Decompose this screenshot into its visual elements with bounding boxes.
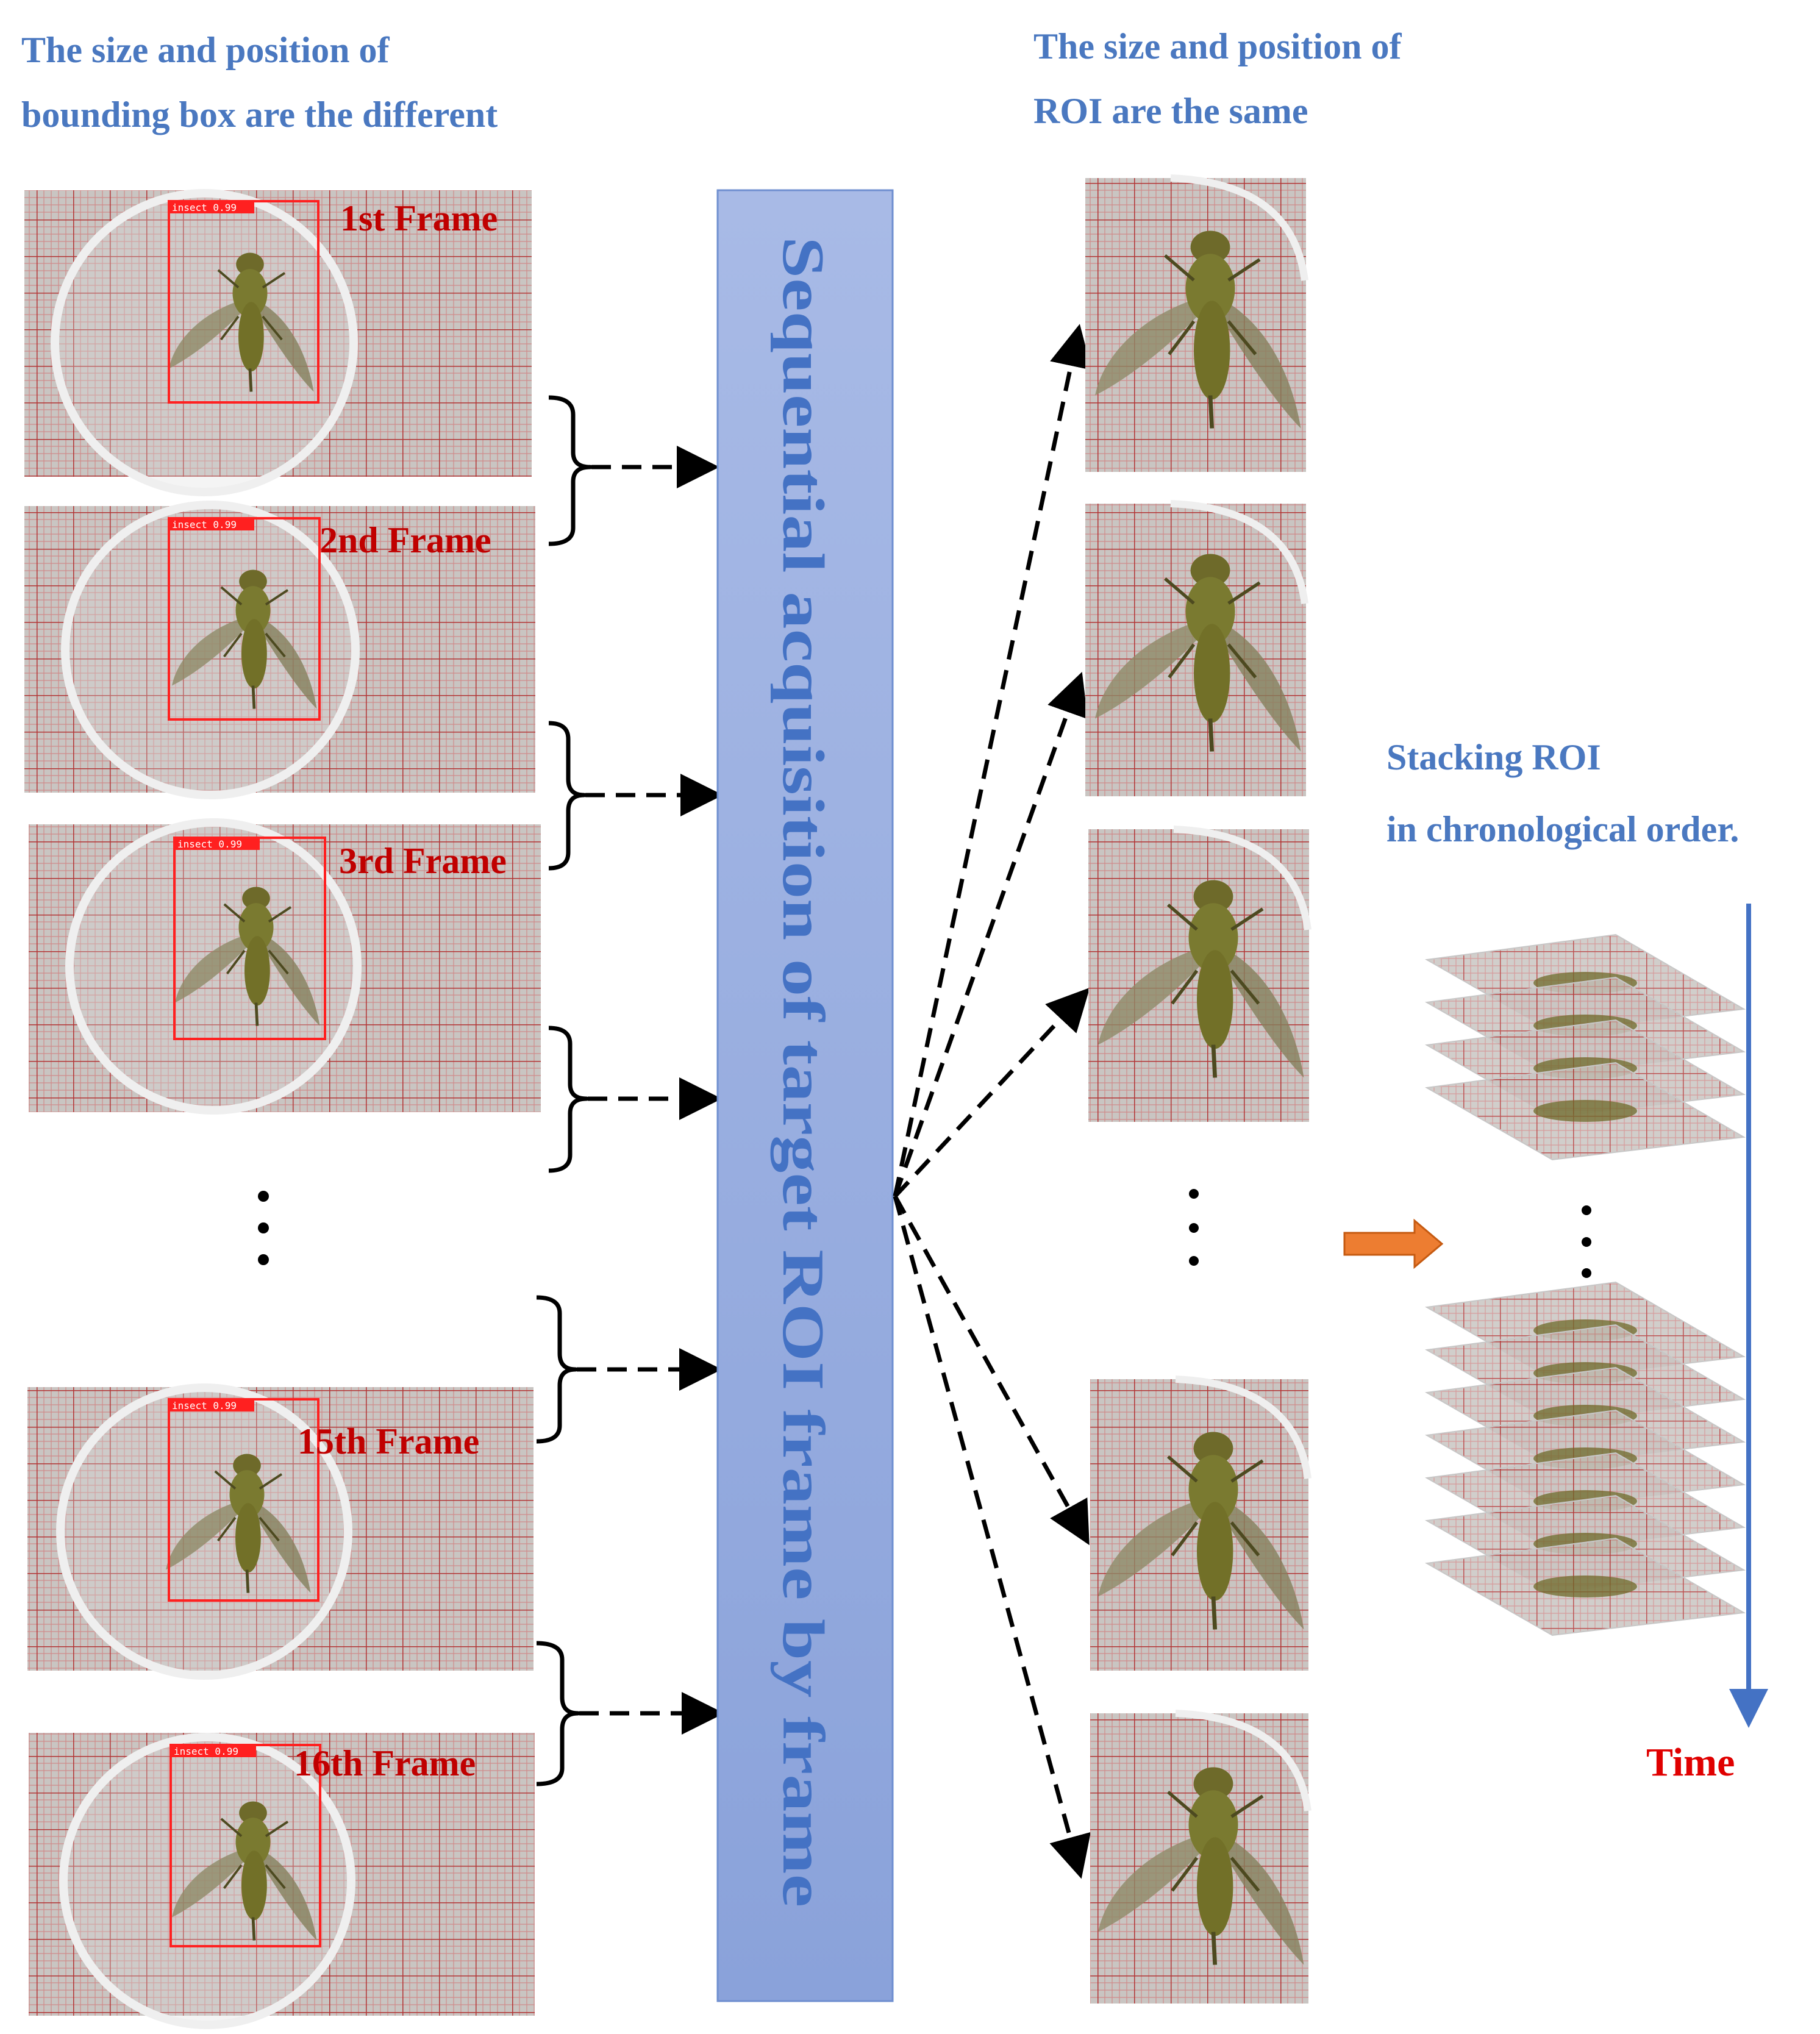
sequential-acquisition-banner: Sequential acquisition of target ROI fra… <box>716 189 894 2002</box>
frame-3: insect 0.99 3rd Frame <box>29 818 541 1115</box>
frame-15-label: 15th Frame <box>298 1421 479 1461</box>
frame-1-label: 1st Frame <box>340 198 498 238</box>
frame-1-detection: insect 0.99 <box>172 202 237 213</box>
frame-3-label: 3rd Frame <box>339 841 507 881</box>
banner-text: Sequential acquisition of target ROI fra… <box>770 237 836 1907</box>
left-heading-line1: The size and position of <box>21 30 390 70</box>
input-arrows <box>577 446 724 1735</box>
frame-2: insect 0.99 2nd Frame <box>24 501 535 799</box>
frame-16-label: 16th Frame <box>294 1743 476 1783</box>
roi-crop-5 <box>1090 1710 1311 2004</box>
roi-crop-4 <box>1090 1376 1311 1671</box>
frame-16-detection: insect 0.99 <box>174 1746 238 1757</box>
roi-crop-1 <box>1085 174 1308 472</box>
mid-heading-line1: The size and position of <box>1033 26 1402 66</box>
output-arrows <box>893 324 1092 1879</box>
left-heading-line2: bounding box are the different <box>21 95 498 135</box>
frame-2-label: 2nd Frame <box>319 520 491 560</box>
frame-3-detection: insect 0.99 <box>177 838 242 850</box>
frame-braces <box>536 395 593 1786</box>
time-axis: Time <box>1646 904 1768 1785</box>
frame-15-detection: insect 0.99 <box>172 1400 237 1411</box>
right-heading-line2: in chronological order. <box>1386 809 1739 849</box>
mid-heading-line2: ROI are the same <box>1033 91 1308 131</box>
right-heading-line1: Stacking ROI <box>1386 737 1601 777</box>
frame-2-detection: insect 0.99 <box>172 519 237 530</box>
roi-crop-3 <box>1088 826 1311 1122</box>
roi-crop-2 <box>1085 500 1308 796</box>
frame-15: insect 0.99 15th Frame <box>27 1383 534 1680</box>
frame-16: insect 0.99 16th Frame <box>29 1733 535 2029</box>
frame-1: insect 0.99 1st Frame <box>24 189 532 496</box>
roi-ellipsis <box>1189 1189 1199 1266</box>
frames-ellipsis <box>258 1191 269 1265</box>
stacked-roi-group-bottom <box>1424 1281 1746 1636</box>
orange-arrow-icon <box>1343 1218 1444 1269</box>
time-label: Time <box>1646 1740 1735 1785</box>
stack-ellipsis <box>1582 1205 1591 1278</box>
stacked-roi-group-top <box>1424 933 1746 1161</box>
